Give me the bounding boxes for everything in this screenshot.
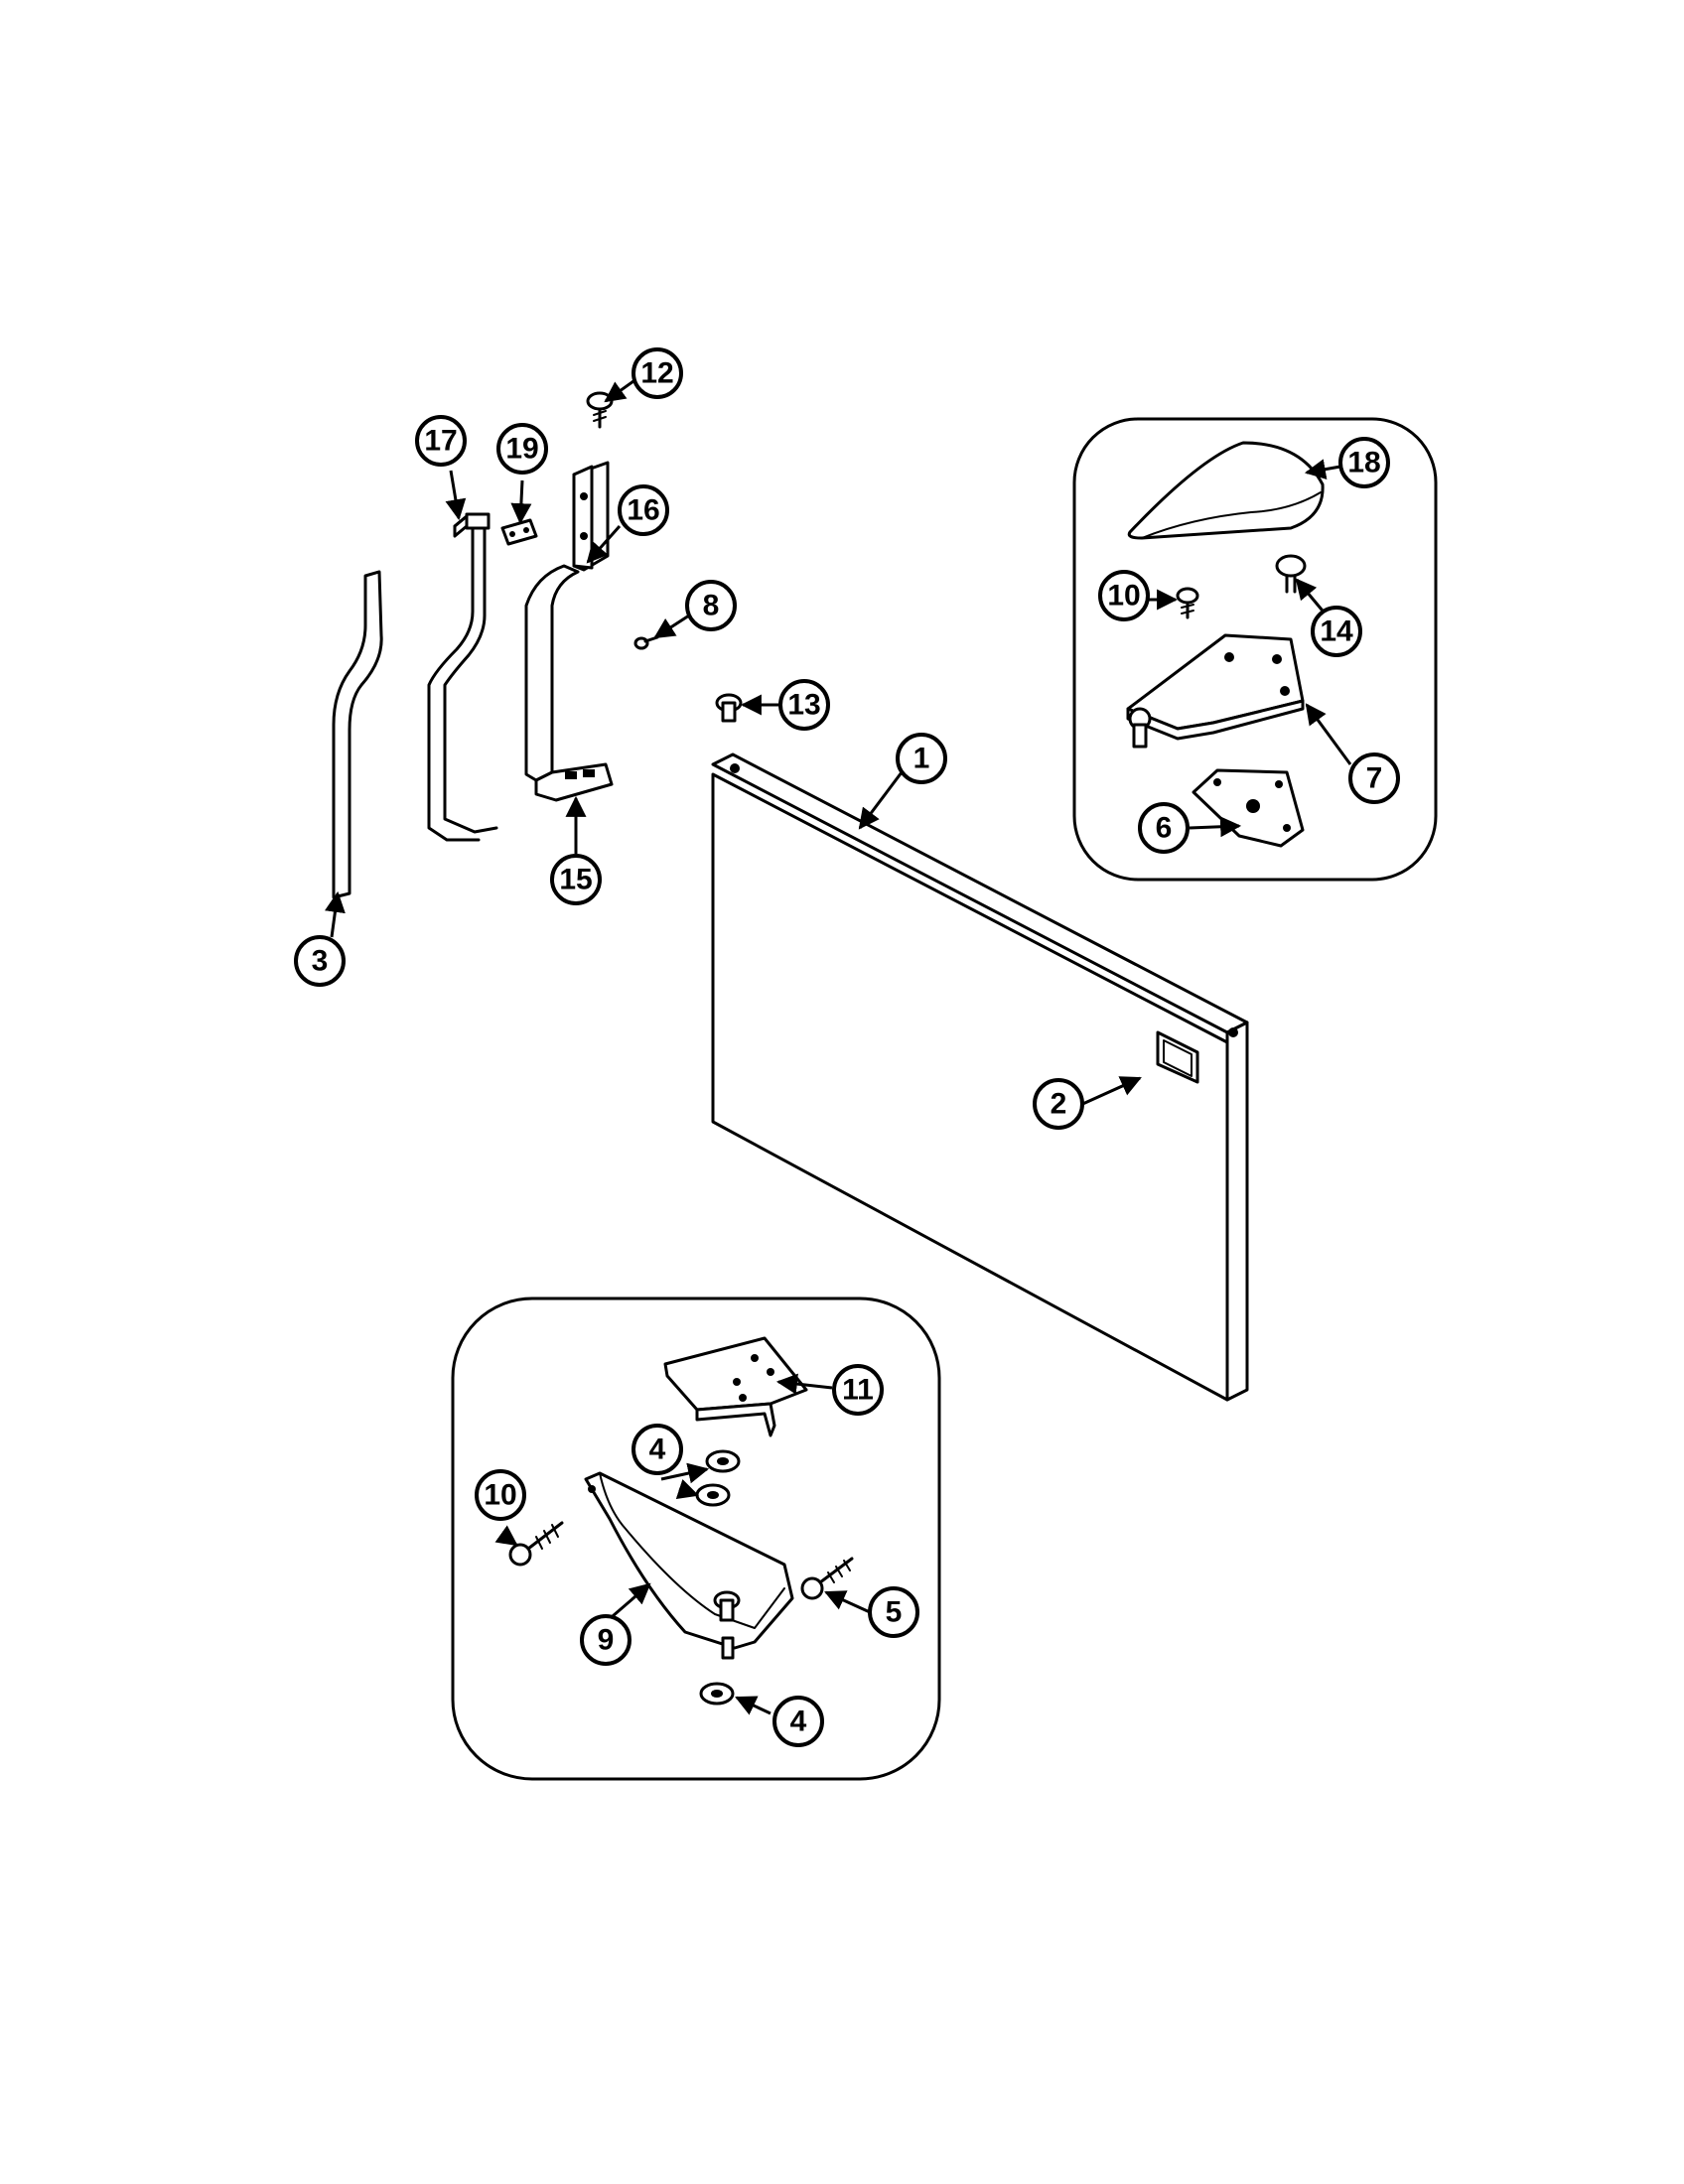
callout-19: 19 bbox=[496, 423, 548, 475]
callout-12: 12 bbox=[632, 347, 683, 399]
callout-5: 5 bbox=[868, 1586, 919, 1638]
screw-10-upper bbox=[1176, 587, 1199, 619]
screw-10-lower bbox=[508, 1521, 564, 1567]
door-panel bbox=[711, 752, 1249, 1402]
callout-16: 16 bbox=[618, 484, 669, 536]
hinge-bracket-lower bbox=[663, 1336, 808, 1437]
door-badge bbox=[1156, 1030, 1199, 1084]
callout-4-lower: 4 bbox=[772, 1696, 824, 1747]
top-hinge-detail-box bbox=[1072, 417, 1438, 882]
callout-15: 15 bbox=[550, 854, 602, 905]
callout-3: 3 bbox=[294, 935, 346, 987]
svg-text:12: 12 bbox=[640, 357, 673, 390]
callout-1: 1 bbox=[896, 733, 947, 784]
plug-13 bbox=[715, 693, 743, 723]
callout-14: 14 bbox=[1311, 606, 1362, 657]
callout-8: 8 bbox=[685, 580, 737, 631]
screw-5 bbox=[800, 1557, 854, 1600]
shim-plate bbox=[1192, 768, 1305, 848]
svg-text:9: 9 bbox=[598, 1624, 615, 1657]
hinge-cover bbox=[1127, 441, 1325, 540]
hinge-bracket-upper bbox=[572, 461, 610, 572]
callout-2: 2 bbox=[1033, 1078, 1084, 1130]
callout-9: 9 bbox=[580, 1614, 632, 1666]
svg-text:15: 15 bbox=[559, 864, 592, 896]
svg-text:14: 14 bbox=[1320, 615, 1353, 648]
clip bbox=[500, 518, 538, 546]
svg-text:18: 18 bbox=[1347, 447, 1380, 479]
svg-text:3: 3 bbox=[312, 945, 329, 978]
callout-10-lower: 10 bbox=[475, 1469, 526, 1521]
washer-upper bbox=[705, 1449, 741, 1473]
svg-text:16: 16 bbox=[627, 494, 659, 527]
gasket-strip bbox=[332, 570, 383, 899]
svg-text:2: 2 bbox=[1051, 1088, 1067, 1121]
svg-text:5: 5 bbox=[886, 1596, 903, 1629]
svg-text:10: 10 bbox=[1107, 580, 1140, 613]
svg-text:4: 4 bbox=[790, 1706, 807, 1738]
callout-7: 7 bbox=[1348, 752, 1400, 804]
callout-17: 17 bbox=[415, 415, 467, 467]
svg-text:19: 19 bbox=[505, 433, 538, 466]
bottom-hinge-detail-box bbox=[451, 1297, 941, 1781]
callout-6: 6 bbox=[1138, 802, 1190, 854]
washer-middle bbox=[695, 1483, 731, 1507]
svg-text:6: 6 bbox=[1156, 812, 1173, 845]
svg-text:8: 8 bbox=[703, 590, 720, 622]
svg-text:7: 7 bbox=[1366, 762, 1383, 795]
hinge-bracket-long bbox=[524, 564, 614, 802]
hinge-lower bbox=[584, 1471, 794, 1660]
svg-text:17: 17 bbox=[424, 425, 457, 458]
callout-4-upper: 4 bbox=[632, 1424, 683, 1475]
callout-18: 18 bbox=[1338, 437, 1390, 488]
svg-text:10: 10 bbox=[484, 1479, 516, 1512]
washer-lower bbox=[699, 1682, 735, 1706]
svg-text:4: 4 bbox=[649, 1433, 666, 1466]
hinge-bracket-left bbox=[427, 512, 498, 842]
callout-10-upper: 10 bbox=[1098, 570, 1150, 621]
callout-13: 13 bbox=[778, 679, 830, 731]
svg-text:1: 1 bbox=[913, 743, 930, 775]
plug-14 bbox=[1275, 554, 1307, 594]
screw-8 bbox=[633, 635, 659, 650]
callout-11: 11 bbox=[832, 1364, 884, 1416]
hinge-plate-top bbox=[1126, 633, 1305, 749]
svg-text:13: 13 bbox=[787, 689, 820, 722]
svg-text:11: 11 bbox=[842, 1374, 874, 1407]
